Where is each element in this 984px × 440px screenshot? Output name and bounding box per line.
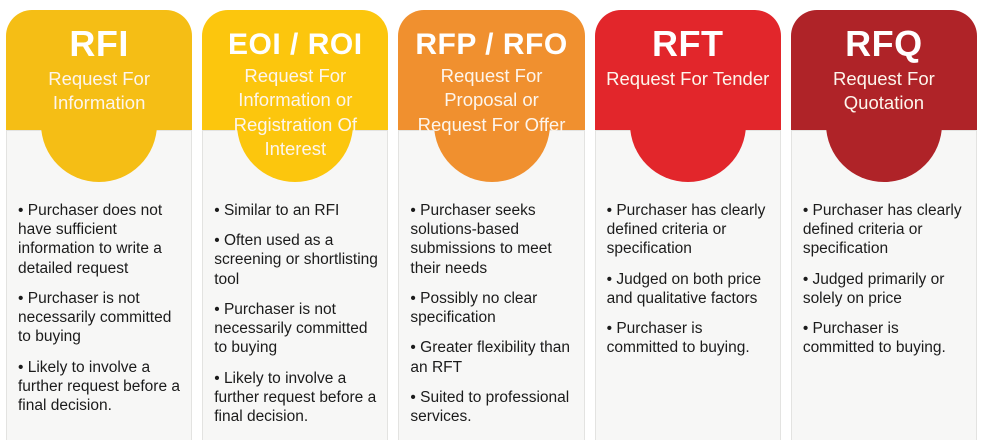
bullet-item: Purchaser is not necessarily committed t… [214,300,378,358]
card-rft: Purchaser has clearly defined criteria o… [594,0,781,440]
card-header-rft: RFT Request For Tender [594,10,781,130]
bullet-item: Judged on both price and qualitative fac… [607,270,771,308]
bullet-item: Likely to involve a further request befo… [214,369,378,427]
card-header-rfi: RFI Request For Information [6,10,193,130]
card-title: RFI [69,23,129,64]
bullet-item: Purchaser is committed to buying. [607,319,771,357]
bullet-item: Often used as a screening or shortlistin… [214,231,378,289]
card-header-eoi-roi: EOI / ROI Request For Information or Reg… [202,10,389,159]
bullet-item: Purchaser has clearly defined criteria o… [803,201,967,259]
card-eoi-roi: Similar to an RFI Often used as a screen… [202,0,389,440]
bullet-item: Judged primarily or solely on price [803,270,967,308]
card-subtitle: Request For Information [48,67,150,113]
bullet-item: Suited to professional services. [410,388,574,426]
card-title: RFT [651,23,724,64]
bullet-item: Purchaser has clearly defined criteria o… [607,201,771,259]
bullet-item: Likely to involve a further request befo… [18,358,182,416]
bullet-item: Greater flexibility than an RFT [410,338,574,376]
bullet-item: Possibly no clear specification [410,289,574,327]
bullet-item: Purchaser is committed to buying. [803,319,967,357]
card-subtitle: Request For Quotation [833,67,935,113]
card-title: RFQ [845,23,923,64]
bullet-item: Purchaser seeks solutions-based submissi… [410,201,574,278]
card-header-rfp-rfo: RFP / RFO Request For Proposal or Reques… [398,10,585,135]
bullet-item: Similar to an RFI [214,201,378,220]
card-subtitle: Request For Information or Registration … [233,65,357,160]
bullet-item: Purchaser is not necessarily committed t… [18,289,182,347]
card-title: RFP / RFO [415,28,568,61]
card-rfi: Purchaser does not have sufficient infor… [6,0,193,440]
card-title: EOI / ROI [228,28,363,61]
card-rfp-rfo: Purchaser seeks solutions-based submissi… [398,0,585,440]
card-rfq: Purchaser has clearly defined criteria o… [790,0,978,440]
card-subtitle: Request For Tender [606,67,770,89]
card-header-rfq: RFQ Request For Quotation [790,10,978,130]
card-subtitle: Request For Proposal or Request For Offe… [417,65,566,135]
bullet-item: Purchaser does not have sufficient infor… [18,201,182,278]
